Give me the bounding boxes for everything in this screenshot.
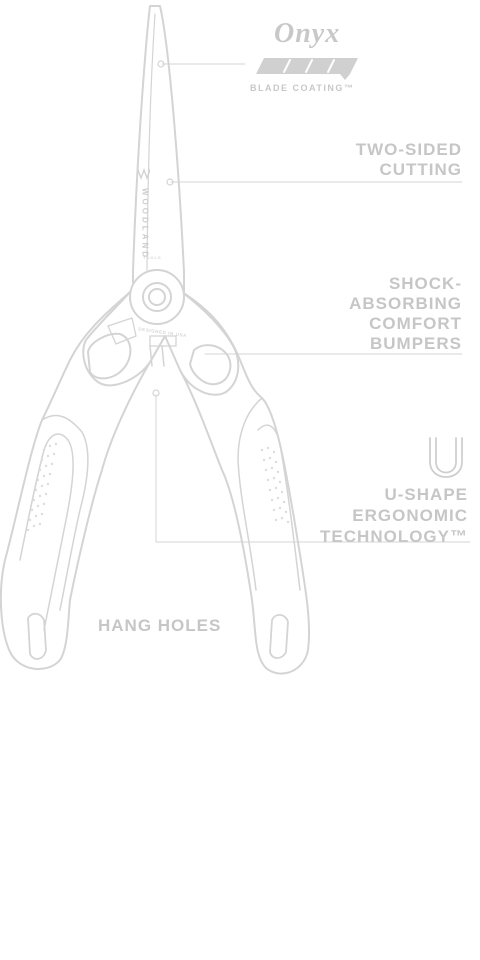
onyx-bar-segments bbox=[283, 59, 335, 73]
left-grip-dots bbox=[26, 442, 58, 532]
leader-dot-two-sided bbox=[166, 178, 174, 186]
two-sided-cutting-label: TWO-SIDED CUTTING bbox=[355, 140, 462, 179]
right-bumper bbox=[189, 344, 232, 386]
pivot-text: DESIGNED IN USA bbox=[138, 326, 187, 338]
right-handle-grip bbox=[237, 397, 263, 591]
left-handle-outline bbox=[0, 291, 166, 671]
hang-holes-label: HANG HOLES bbox=[98, 616, 222, 635]
onyx-sub-label: BLADE COATING™ bbox=[250, 83, 355, 93]
pivot-ring bbox=[142, 282, 172, 312]
right-handle-inner bbox=[257, 424, 301, 591]
woodland-logo-icon bbox=[138, 168, 150, 180]
right-grip-dots bbox=[260, 446, 290, 524]
pivot-center bbox=[148, 288, 166, 306]
onyx-bar-tip bbox=[340, 74, 350, 80]
blade-sub-text: TOOLS bbox=[143, 255, 162, 260]
hang-hole-left bbox=[27, 612, 47, 660]
latch bbox=[149, 335, 177, 347]
left-bumper-inner bbox=[107, 317, 137, 345]
leader-dot-u-shape bbox=[152, 389, 160, 397]
pivot-outer bbox=[129, 269, 185, 325]
left-bumper bbox=[87, 332, 132, 380]
u-shape-icon bbox=[429, 437, 463, 478]
hang-hole-right bbox=[269, 614, 289, 659]
shock-absorbing-label: SHOCK- ABSORBING COMFORT BUMPERS bbox=[349, 274, 462, 353]
blade-inner-edge bbox=[146, 13, 156, 271]
left-handle-grip bbox=[41, 414, 89, 611]
leader-dot-onyx bbox=[157, 60, 165, 68]
center-spring bbox=[149, 345, 165, 367]
onyx-brand: Onyx bbox=[274, 18, 341, 49]
left-handle-inner bbox=[19, 433, 74, 631]
blade-brand-text: WOODLAND bbox=[141, 188, 150, 260]
blade-logo bbox=[138, 168, 150, 180]
leader-u-shape bbox=[155, 394, 471, 543]
u-shape-label: U-SHAPE ERGONOMIC TECHNOLOGY™ bbox=[320, 485, 468, 546]
